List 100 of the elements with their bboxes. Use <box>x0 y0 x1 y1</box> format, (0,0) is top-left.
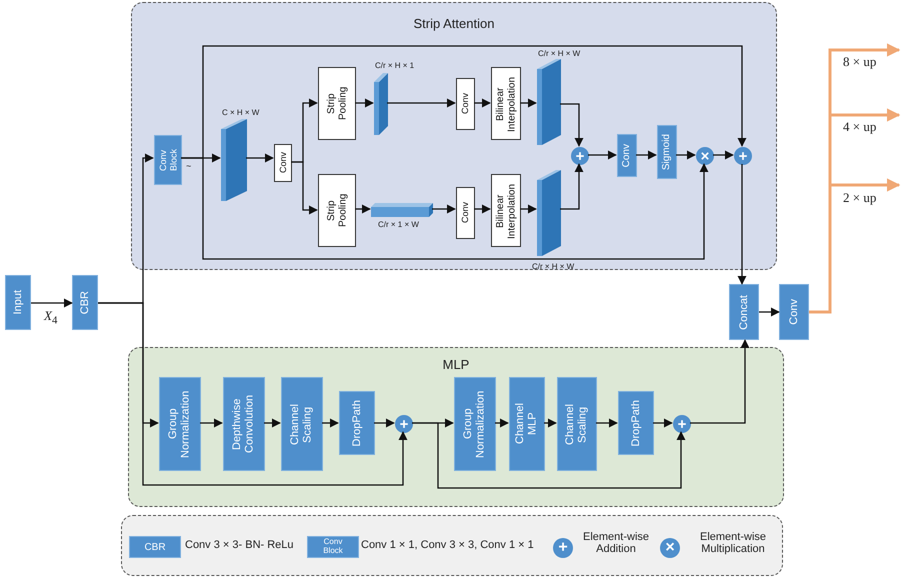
edge-label: 4 × up <box>843 119 876 135</box>
shape-label: C × H × W <box>222 108 260 117</box>
block-label: DropPath <box>630 400 642 446</box>
process-block <box>456 187 475 239</box>
block-label: Strip Pooling <box>326 192 348 230</box>
shape-label: C/r × 1 × W <box>378 220 419 229</box>
arrow <box>291 161 318 215</box>
legend-text: Element-wise Addition <box>582 531 650 555</box>
arrow <box>31 298 73 308</box>
module-panel <box>131 2 777 270</box>
arrow <box>676 150 696 160</box>
process-block <box>657 125 677 179</box>
operator-circle <box>660 538 680 558</box>
block-label: Input <box>12 290 24 315</box>
operator-sign: + <box>400 416 408 432</box>
arrow <box>560 163 584 210</box>
arrow <box>98 302 408 486</box>
block-label: CBR <box>144 542 166 552</box>
operator-sign: × <box>665 540 675 556</box>
block-label: Conv <box>788 299 800 325</box>
arrow <box>412 422 686 489</box>
note-label: ~ <box>186 161 192 171</box>
feature-map-drawing <box>537 59 561 145</box>
process-block <box>456 78 475 130</box>
legend-text: Conv 1 × 1, Conv 3 × 3, Conv 1 × 1 <box>361 539 534 551</box>
operator-circle <box>673 415 691 433</box>
block-label: Concat <box>738 294 750 330</box>
block-label: Bilinear Interpolation <box>494 74 518 134</box>
block-label: Conv <box>278 152 288 174</box>
arrow <box>737 164 747 285</box>
legend-text: Conv 3 × 3- BN- ReLu <box>185 539 294 551</box>
block-label: Channel MLP <box>514 402 540 446</box>
arrow <box>520 204 537 214</box>
operator-sign: + <box>576 148 584 164</box>
arrow <box>653 418 673 428</box>
arrow <box>374 418 395 428</box>
operator-sign: × <box>700 148 710 164</box>
panel-title: Strip Attention <box>412 16 496 31</box>
legend-sample-block <box>307 536 359 558</box>
arrow <box>560 103 584 147</box>
block-label: Conv Block <box>158 148 178 174</box>
arrow <box>588 150 617 160</box>
arrow <box>474 98 491 108</box>
arrow <box>200 418 223 428</box>
panel-title: MLP <box>442 357 470 372</box>
process-block <box>618 391 654 455</box>
arrow <box>264 418 281 428</box>
process-block <box>617 134 637 177</box>
arrow <box>596 418 618 428</box>
process-block <box>72 275 98 330</box>
process-block <box>557 377 597 471</box>
legend-sample-block <box>129 536 181 558</box>
block-label: Strip Pooling <box>326 86 348 122</box>
process-block <box>154 135 182 185</box>
arrow <box>809 178 900 314</box>
process-block <box>274 144 292 182</box>
shape-label: C/r × H × W <box>538 49 580 58</box>
legend-panel <box>121 515 783 576</box>
arrow <box>246 153 274 163</box>
block-label: Channel Scaling <box>289 402 315 446</box>
arrow <box>355 98 374 108</box>
arrow <box>355 204 371 214</box>
legend-text: Element-wise Multiplication <box>698 531 768 555</box>
block-label: DropPath <box>350 400 364 446</box>
arrow <box>520 98 537 108</box>
process-block <box>491 174 521 247</box>
arrow <box>636 150 657 160</box>
arrow <box>544 418 557 428</box>
module-panel <box>128 347 784 507</box>
block-label: CBR <box>78 290 92 314</box>
feature-map-drawing <box>371 203 433 217</box>
arrow <box>690 339 750 424</box>
process-block <box>5 275 31 330</box>
block-label: Sigmoid <box>661 134 673 170</box>
process-block <box>318 67 356 140</box>
block-label: Conv Block <box>322 538 344 556</box>
feature-map-drawing <box>537 170 561 256</box>
block-label: Bilinear Interpolation <box>494 182 518 240</box>
edge-label: X$_{4}$ <box>44 308 58 327</box>
edge-label: 8 × up <box>843 54 876 70</box>
operator-circle <box>571 147 589 165</box>
block-label: Conv <box>460 93 471 114</box>
shape-label: C/r × H × W <box>532 262 574 271</box>
arrow <box>759 307 780 317</box>
arrow <box>474 204 491 214</box>
shape-label: C/r × H × 1 <box>375 61 414 70</box>
process-block <box>491 67 521 140</box>
arrow <box>181 157 709 260</box>
operator-circle <box>734 147 752 165</box>
process-block <box>223 377 265 471</box>
arrow <box>432 204 456 214</box>
block-label: Conv <box>621 144 633 168</box>
operator-sign: + <box>738 148 748 164</box>
operator-sign: + <box>558 540 568 556</box>
process-block <box>318 174 356 247</box>
process-block <box>454 377 496 471</box>
block-label: Group Normalization <box>167 389 193 460</box>
feature-map-drawing <box>221 119 247 201</box>
arrow <box>713 150 734 160</box>
arrow <box>387 98 456 108</box>
